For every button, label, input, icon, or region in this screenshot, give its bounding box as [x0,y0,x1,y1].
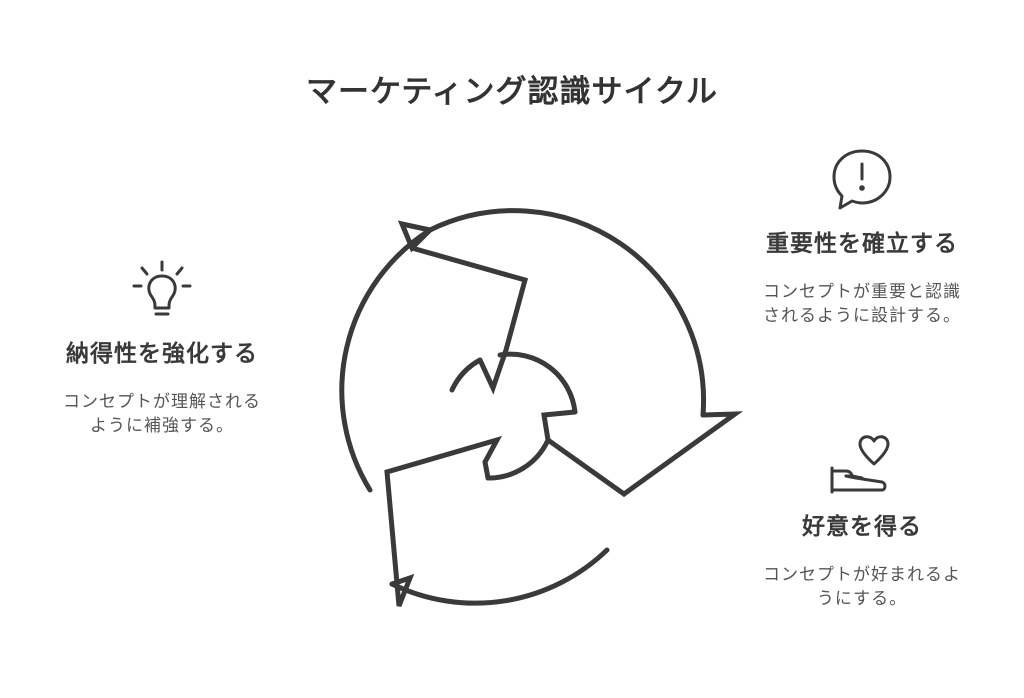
stage-establish-importance: 重要性を確立する コンセプトが重要と認識されるように設計する。 [762,228,962,328]
stage-heading: 納得性を強化する [66,341,258,367]
stage-heading: 好意を得る [802,514,922,540]
stage-description: コンセプトが重要と認識されるように設計する。 [763,282,961,326]
cycle-outer-ring [339,208,707,606]
stage-gain-favor: 好意を得る コンセプトが好まれるようにする。 [762,511,962,611]
lightbulb-icon [132,260,192,316]
hand-heart-icon [830,435,890,494]
diagram-title: マーケティング認識サイクル [306,74,718,110]
stage-reinforce-conviction: 納得性を強化する コンセプトが理解されるように補強する。 [62,338,262,438]
cycle-inner-ring [449,351,578,481]
stage-description: コンセプトが好まれるようにする。 [763,565,961,609]
cycle-arrow-top [397,220,529,395]
speech-bubble-exclamation-icon [832,149,892,210]
stage-description: コンセプトが理解されるように補強する。 [63,392,261,436]
stage-heading: 重要性を確立する [766,231,958,257]
cycle-arrow-right [541,409,744,498]
cycle-arrow-bottom [384,435,503,607]
